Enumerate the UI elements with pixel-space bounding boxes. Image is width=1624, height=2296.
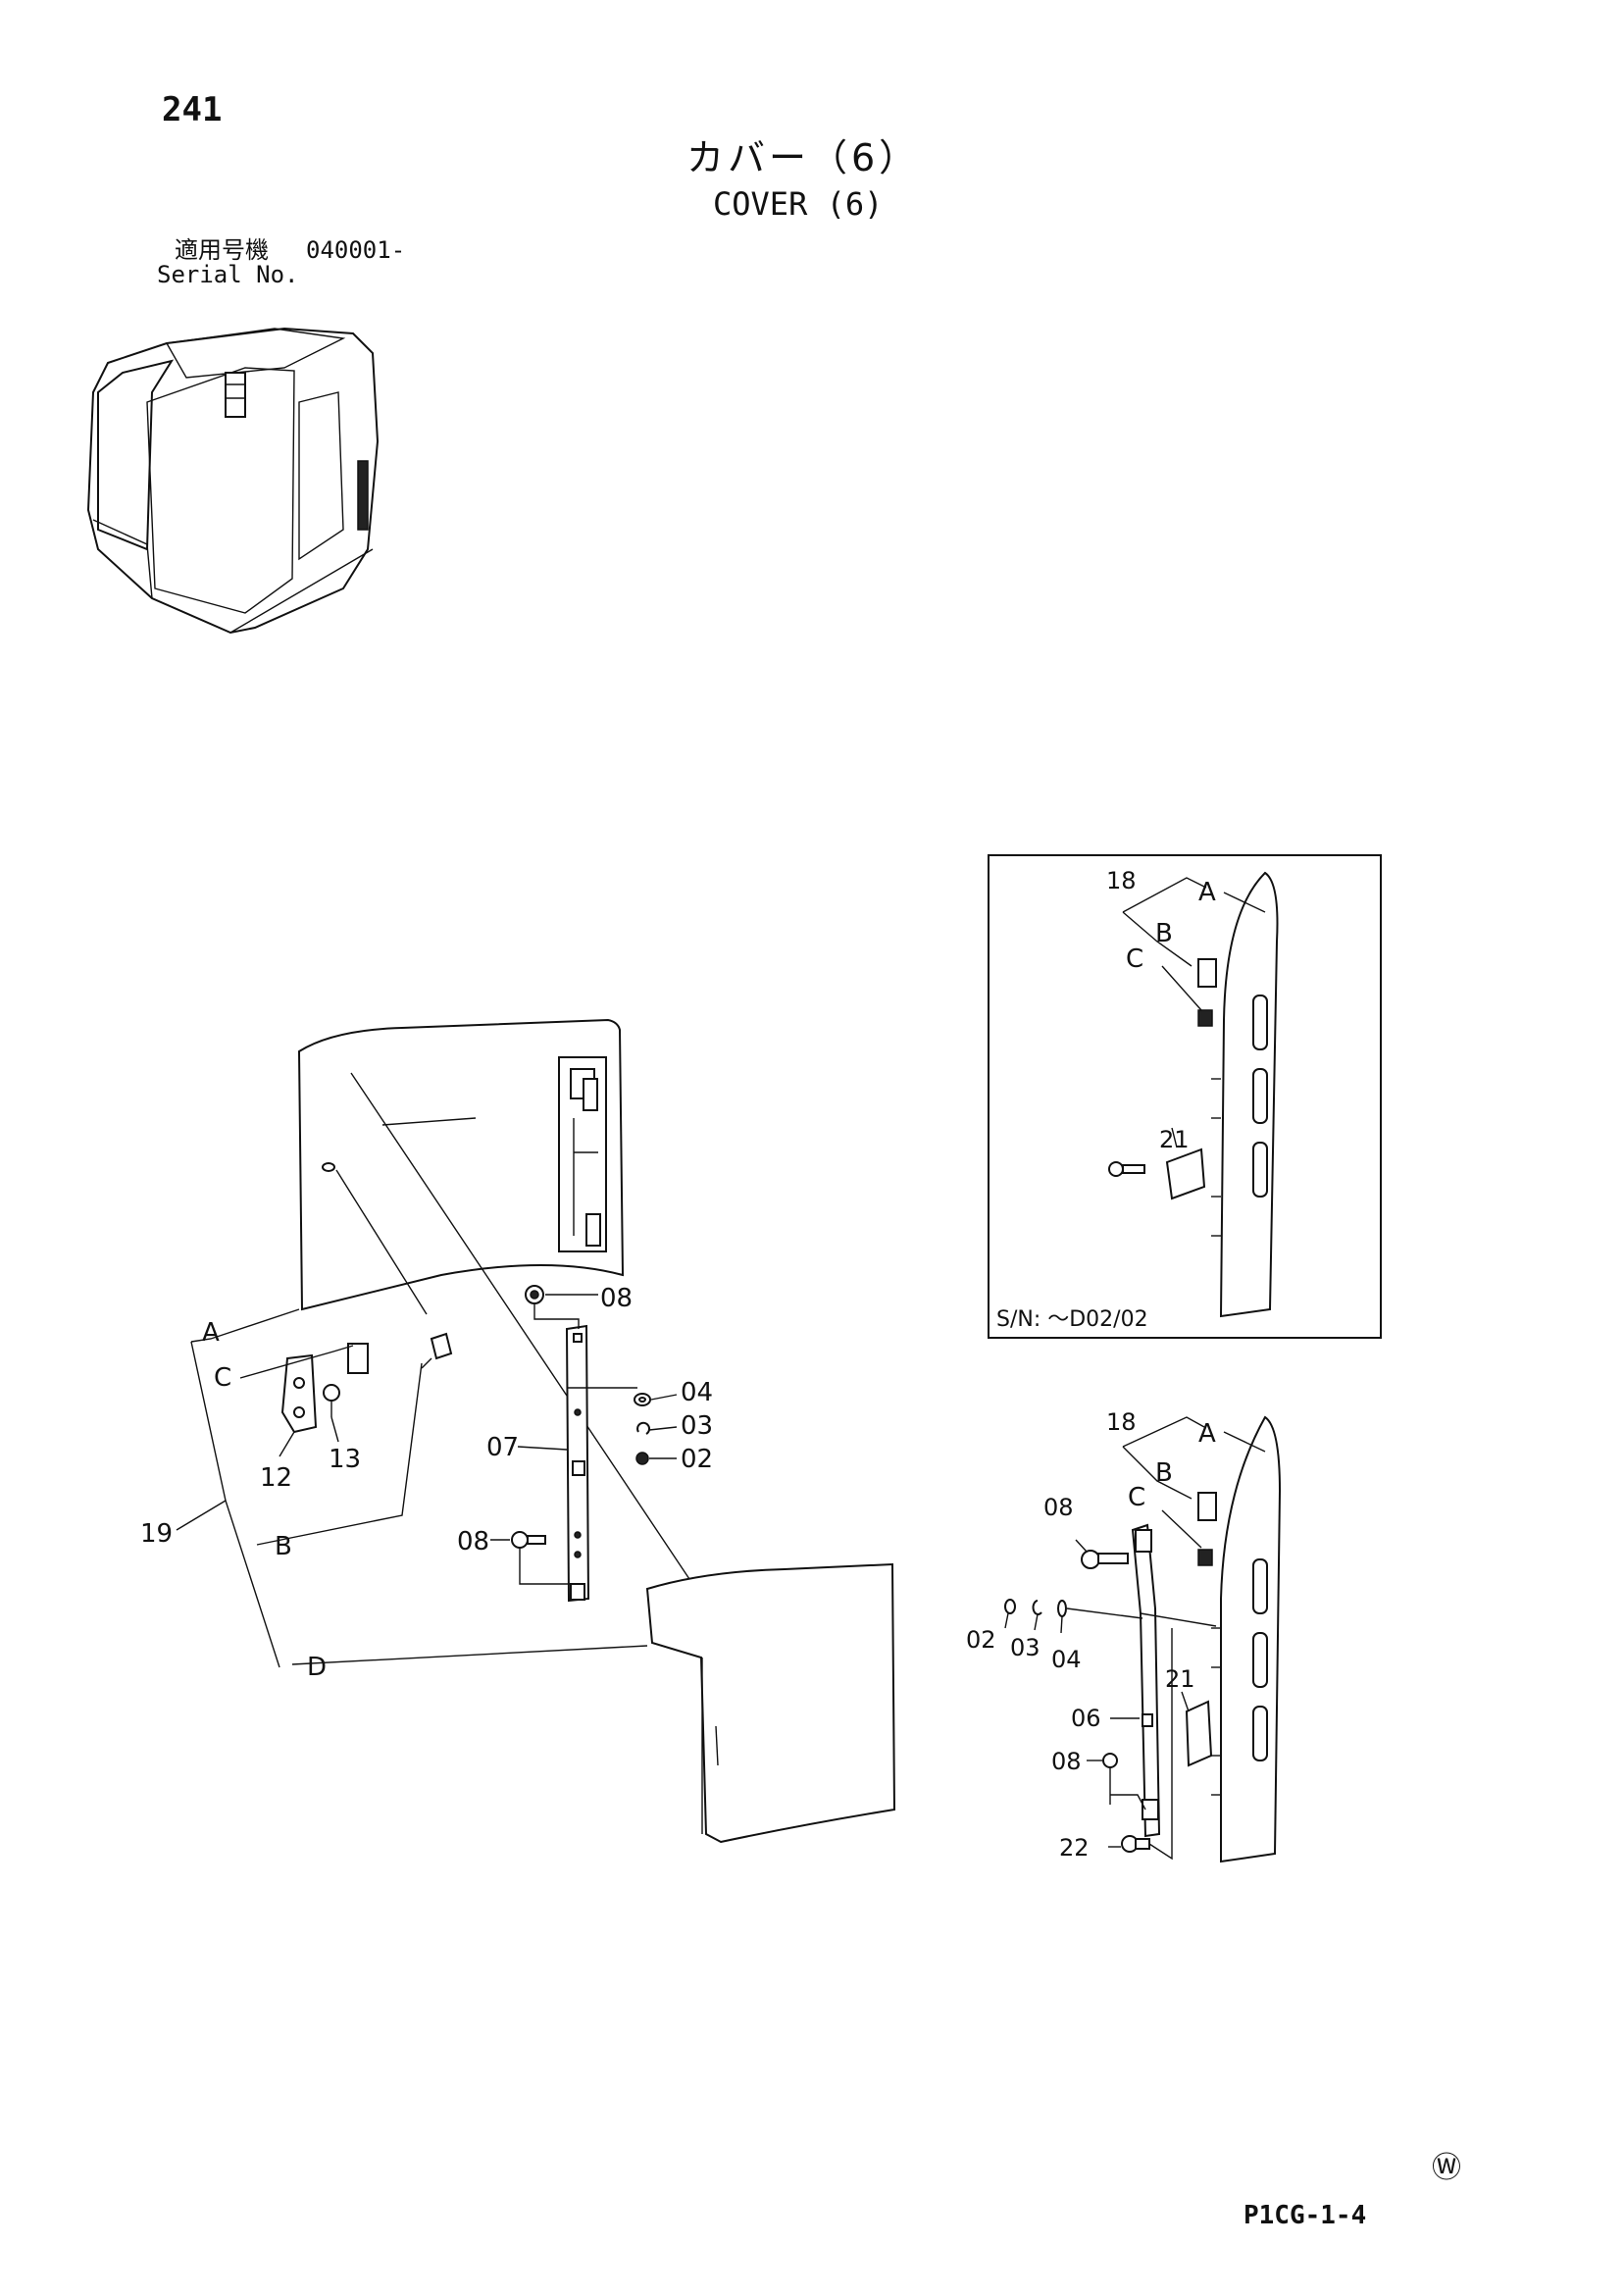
callout-letter-d: D [307,1653,327,1682]
detail-callout-21: 21 [1165,1665,1195,1693]
callout-13: 13 [329,1445,361,1474]
callout-12: 12 [260,1463,292,1493]
callout-08-top: 08 [600,1284,633,1313]
inset-old-serial [988,854,1382,1339]
cab-thumbnail [86,327,380,635]
detail-callout-22: 22 [1059,1834,1090,1862]
detail-callout-06: 06 [1071,1705,1101,1732]
page-title-english: COVER (6) [713,185,884,223]
serial-range: 040001- [306,236,406,264]
callout-07: 07 [486,1433,519,1462]
page-number: 241 [162,90,223,129]
callout-03: 03 [681,1411,713,1441]
callout-02: 02 [681,1445,713,1474]
page-title-japanese: カバー（6） [686,136,921,179]
main-exploded-view [176,1018,896,1844]
detail-callout-08-top: 08 [1043,1494,1074,1521]
inset-callout-21: 21 [1159,1126,1190,1153]
detail-callout-03: 03 [1010,1634,1040,1661]
callout-04: 04 [681,1378,713,1407]
detail-current [1004,1415,1282,1863]
callout-letter-c: C [214,1363,231,1393]
page-code: P1CG-1-4 [1243,2201,1367,2230]
watermark-symbol: Ⓦ [1432,2151,1461,2185]
serial-label-english: Serial No. [157,261,299,288]
detail-callout-04: 04 [1051,1646,1082,1673]
inset-serial-note: S/N: ～D02/02 [996,1307,1148,1332]
callout-letter-a: A [202,1318,220,1348]
detail-callout-a: A [1198,1419,1216,1449]
callout-08-bottom: 08 [457,1527,489,1556]
detail-callout-b: B [1155,1458,1173,1488]
callout-19: 19 [140,1519,173,1549]
callout-letter-b: B [275,1532,292,1561]
serial-label-japanese: 適用号機 [175,236,269,264]
inset-callout-a: A [1198,878,1216,907]
inset-callout-b: B [1155,919,1173,948]
inset-callout-18: 18 [1106,867,1137,894]
detail-callout-18: 18 [1106,1408,1137,1436]
detail-callout-c: C [1128,1483,1145,1512]
detail-callout-02: 02 [966,1626,996,1654]
inset-callout-c: C [1126,944,1143,974]
detail-callout-08-bottom: 08 [1051,1748,1082,1775]
